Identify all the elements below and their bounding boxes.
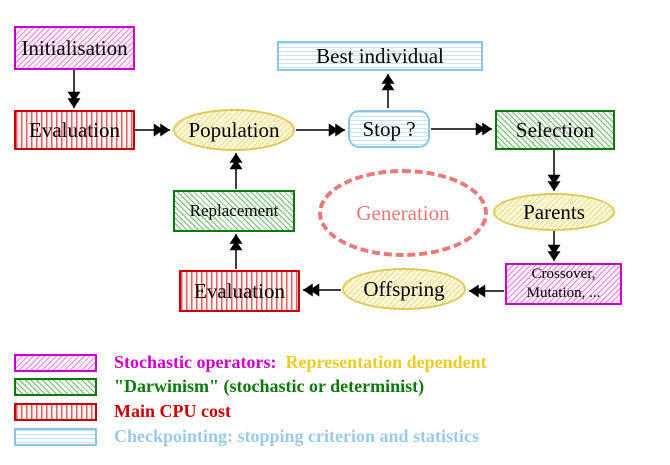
node-parents: Parents	[493, 193, 615, 231]
node-population: Population	[173, 109, 295, 151]
node-stop: Stop ?	[348, 110, 430, 148]
crossover-line1: Crossover,	[531, 266, 596, 283]
legend-row-cpu-cost: Main CPU cost	[14, 401, 231, 422]
legend-swatch-magenta-hatch-icon	[14, 353, 97, 372]
legend-text-main-cpu-cost: Main CPU cost	[114, 401, 231, 421]
node-replacement: Replacement	[173, 190, 295, 232]
legend-row-stochastic: Stochastic operators: Representation depe…	[14, 352, 487, 373]
legend-text-checkpointing: Checkpointing: stopping criterion and st…	[114, 426, 480, 446]
legend-swatch-red-lines-icon	[14, 402, 97, 421]
node-crossover-mutation: Crossover, Mutation, ...	[505, 263, 622, 305]
legend-text-darwinism: "Darwinism" (stochastic or determinist)	[114, 376, 425, 396]
node-generation: Generation	[318, 169, 488, 257]
legend-swatch-green-hatch-icon	[14, 377, 97, 396]
node-best-individual: Best individual	[277, 41, 483, 71]
node-evaluation-bottom: Evaluation	[179, 270, 300, 312]
legend-label-stochastic: Stochastic operators: Representation depe…	[114, 352, 487, 373]
legend-row-darwinism: "Darwinism" (stochastic or determinist)	[14, 376, 424, 397]
crossover-line2: Mutation, ...	[526, 285, 601, 301]
node-evaluation-top: Evaluation	[14, 110, 135, 150]
legend-row-checkpointing: Checkpointing: stopping criterion and st…	[14, 426, 479, 447]
legend-text-representation-dependent: Representation dependent	[285, 352, 487, 372]
node-selection: Selection	[495, 110, 615, 150]
legend-swatch-cyan-lines-icon	[14, 427, 97, 446]
node-initialisation: Initialisation	[14, 26, 135, 70]
legend-text-stochastic-operators: Stochastic operators:	[114, 352, 277, 372]
node-offspring: Offspring	[342, 268, 466, 310]
